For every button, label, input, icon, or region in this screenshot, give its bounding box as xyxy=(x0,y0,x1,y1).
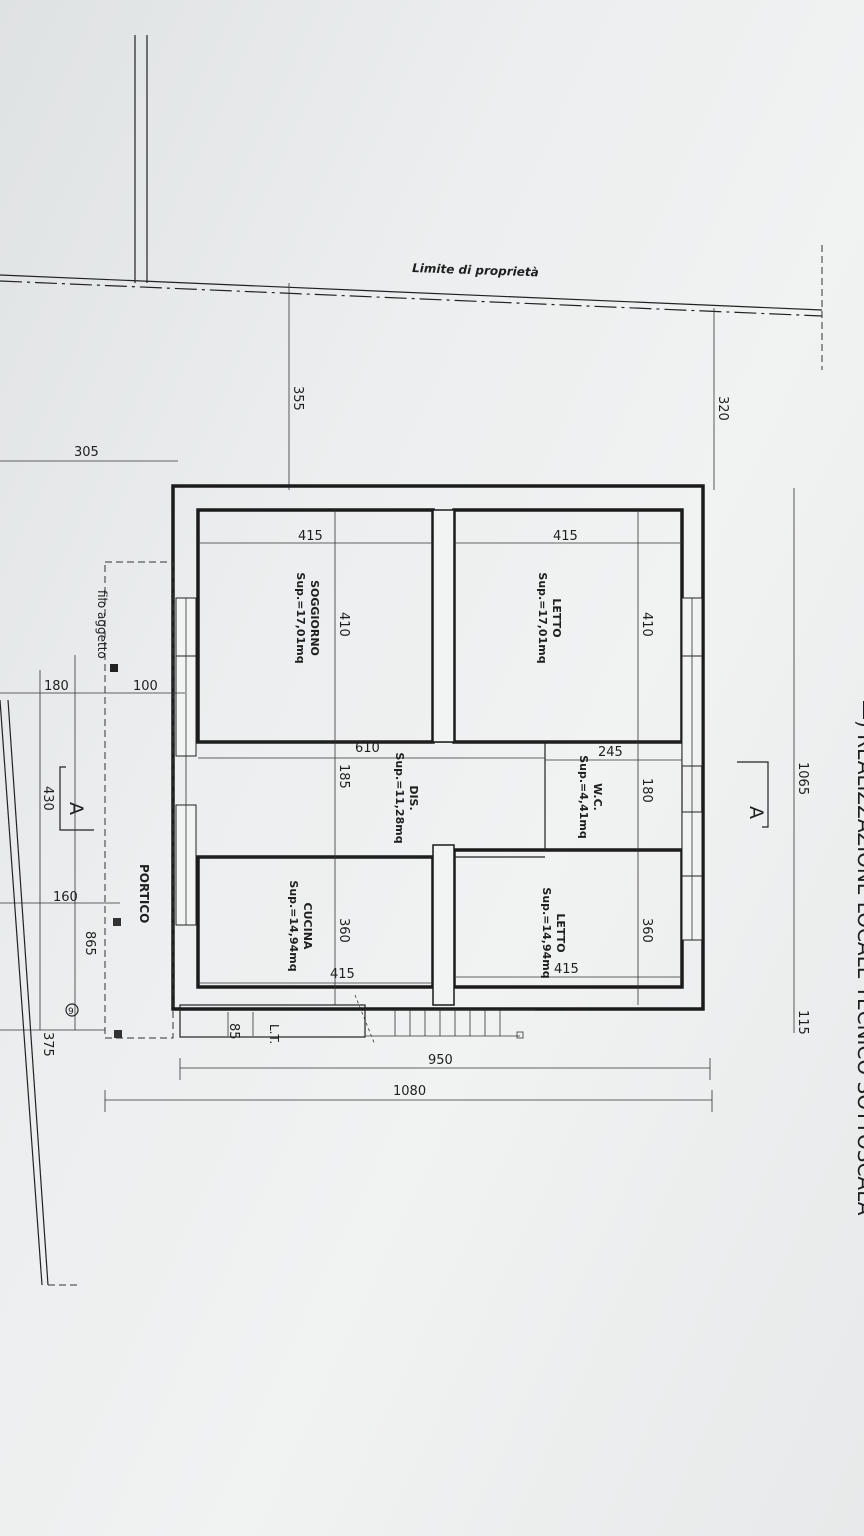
edge-line xyxy=(7,699,49,1286)
dim-410-a: 410 xyxy=(336,612,351,637)
room-name-cucina: CUCINA xyxy=(301,903,314,950)
dim-360-a: 360 xyxy=(336,918,351,943)
dim-415-d: 415 xyxy=(554,962,579,977)
dim-415-b: 415 xyxy=(553,529,578,544)
wall-pier xyxy=(432,844,455,1006)
room-area-wc: Sup.=4,41mq xyxy=(577,755,590,839)
label-wc: W.C. Sup.=4,41mq xyxy=(577,755,604,839)
dim-160: 160 xyxy=(53,890,78,905)
property-limit-line xyxy=(0,274,823,317)
section-label-right: A xyxy=(745,806,767,819)
dim-305: 305 xyxy=(74,445,99,460)
windows-right xyxy=(681,597,703,941)
column-marker xyxy=(113,918,121,926)
room-area-dis: Sup.=11,28mq xyxy=(393,752,406,843)
edge-line xyxy=(0,699,43,1286)
dim-85: 85 xyxy=(226,1023,241,1040)
dim-180-a: 180 xyxy=(639,778,654,803)
filo-aggetto-label: filo aggetto xyxy=(95,590,109,659)
room-area-cucina: Sup.=14,94mq xyxy=(287,880,300,971)
dim-100: 100 xyxy=(133,679,158,694)
reference-circle xyxy=(65,1003,79,1017)
column-marker xyxy=(114,1030,122,1038)
dim-410-b: 410 xyxy=(639,612,654,637)
section-label-left: A xyxy=(65,802,87,815)
room-name-dis: DIS. xyxy=(407,785,420,810)
dim-185: 185 xyxy=(336,764,351,789)
room-area-letto-2: Sup.=14,94mq xyxy=(540,887,553,978)
label-letto-1: LETTO Sup.=17,01mq xyxy=(536,572,563,663)
dim-1080: 1080 xyxy=(393,1084,426,1099)
label-cucina: CUCINA Sup.=14,94mq xyxy=(287,880,314,971)
room-name-letto-1: LETTO xyxy=(550,598,563,637)
room-area-soggiorno: Sup.=17,01mq xyxy=(294,572,307,663)
room-name-wc: W.C. xyxy=(591,783,604,811)
dim-430: 430 xyxy=(40,786,55,811)
dim-360-b: 360 xyxy=(639,918,654,943)
section-marker-right: A xyxy=(737,761,769,828)
room-name-letto-2: LETTO xyxy=(554,913,567,952)
room-name-soggiorno: SOGGIORNO xyxy=(308,580,321,656)
room-cucina xyxy=(196,855,435,989)
stair xyxy=(179,994,535,1046)
dim-1065: 1065 xyxy=(795,762,810,795)
sheet-title: —) REALIZZAZIONE LOCALE TECNICO SOTTOSCA… xyxy=(853,700,864,1216)
portico-label: PORTICO xyxy=(137,864,151,923)
dim-115: 115 xyxy=(795,1010,810,1035)
dim-415-c: 415 xyxy=(330,967,355,982)
portico-outline xyxy=(104,561,174,1039)
reference-number: 9 xyxy=(68,1007,74,1017)
dim-320: 320 xyxy=(715,396,730,421)
dim-180-b: 180 xyxy=(44,679,69,694)
dim-865: 865 xyxy=(82,931,97,956)
dim-610: 610 xyxy=(355,741,380,756)
dim-415-a: 415 xyxy=(298,529,323,544)
column-marker xyxy=(110,664,118,672)
wall-pier xyxy=(432,509,455,743)
dim-950: 950 xyxy=(428,1053,453,1068)
property-limit-label: Limite di proprietà xyxy=(412,261,539,279)
room-area-letto-1: Sup.=17,01mq xyxy=(536,572,549,663)
dim-355: 355 xyxy=(290,386,305,411)
windows-left xyxy=(175,597,197,926)
dim-245: 245 xyxy=(598,745,623,760)
label-letto-2: LETTO Sup.=14,94mq xyxy=(540,887,567,978)
section-marker-left: A xyxy=(59,766,94,831)
lt-label: L.T. xyxy=(267,1024,281,1044)
label-soggiorno: SOGGIORNO Sup.=17,01mq xyxy=(294,572,321,663)
label-dis: DIS. Sup.=11,28mq xyxy=(393,752,420,843)
dim-375: 375 xyxy=(40,1032,55,1057)
